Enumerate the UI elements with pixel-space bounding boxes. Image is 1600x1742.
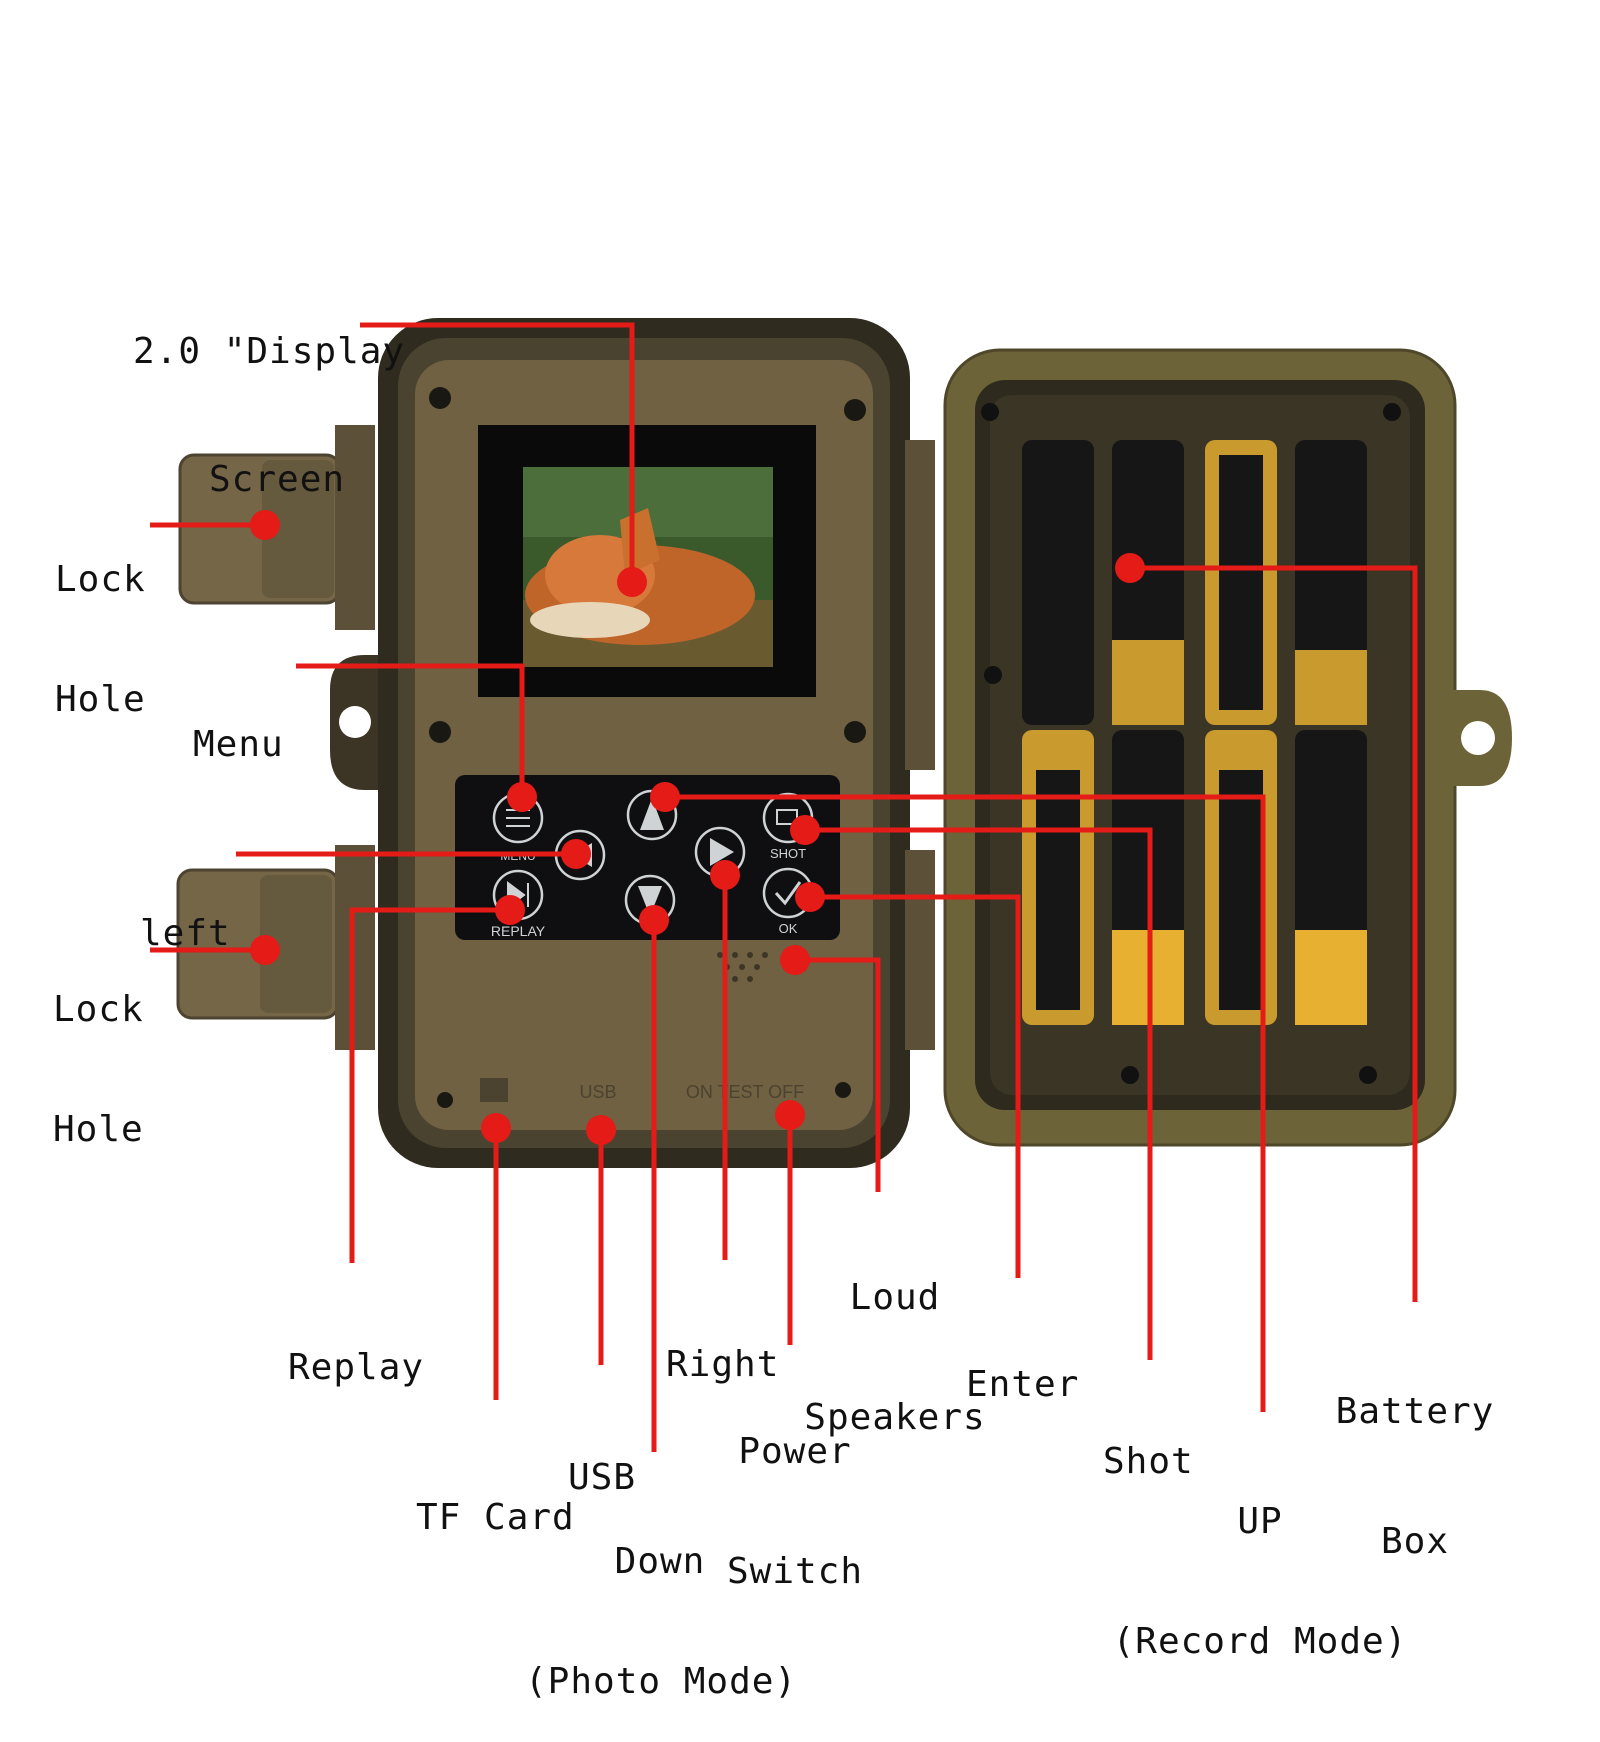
callout-line-display xyxy=(360,322,635,582)
label-left-text: left xyxy=(140,913,231,954)
callout-dot-down xyxy=(639,905,669,935)
keypad-panel xyxy=(455,775,840,940)
callout-dot-replay xyxy=(495,895,525,925)
callout-line-replay xyxy=(349,907,510,1263)
label-usb: USB xyxy=(568,1378,636,1538)
bottom-ports: USB ON TEST OFF xyxy=(480,1078,804,1102)
callout-line-up xyxy=(665,794,1266,1412)
callout-dot-speakers xyxy=(780,945,810,975)
right-arrow-icon xyxy=(710,838,734,866)
callout-dot-shot xyxy=(790,815,820,845)
callout-dot-battery xyxy=(1115,553,1145,583)
label-battery-box-line2: Box xyxy=(1380,1521,1450,1562)
strap-loop-right xyxy=(1450,690,1512,786)
callout-dot-usb xyxy=(586,1115,616,1145)
label-replay-text: Replay xyxy=(288,1347,425,1388)
display-screen xyxy=(478,425,816,697)
label-lock-hole-bottom-line2: Hole xyxy=(53,1109,144,1150)
label-enter-text: Enter xyxy=(966,1364,1080,1405)
label-lock-hole-top: Lock Hole xyxy=(55,480,146,760)
label-display-screen-line2: Screen xyxy=(209,459,346,500)
callout-dot-lock-bottom xyxy=(250,935,280,965)
shot-button[interactable]: SHOT xyxy=(762,792,814,861)
callout-line-battery xyxy=(1130,565,1418,1302)
callout-dot-lock-top xyxy=(250,510,280,540)
label-loud-speakers-line1: Loud xyxy=(849,1277,941,1318)
label-lock-hole-top-line1: Lock xyxy=(55,559,146,600)
label-tf-card: TF Card xyxy=(416,1418,575,1578)
label-replay: Replay xyxy=(288,1268,424,1428)
label-display-screen: 2.0 "Display Screen xyxy=(133,252,405,540)
label-battery-box: Battery Box xyxy=(1320,1312,1510,1602)
ok-button-text: OK xyxy=(779,921,798,936)
label-enter: Enter xyxy=(966,1285,1079,1445)
callout-dot-left xyxy=(561,839,591,869)
label-loud-speakers: Loud Speakers xyxy=(795,1198,995,1478)
label-menu: Menu xyxy=(193,645,284,805)
callout-dot-right xyxy=(710,860,740,890)
callout-line-shot xyxy=(805,827,1153,1360)
trail-camera-diagram: MENU REPLAY SHOT OK USB ON TEST O xyxy=(150,318,1512,1452)
callout-dot-display xyxy=(617,567,647,597)
replay-button-text: REPLAY xyxy=(491,923,546,939)
up-arrow-icon xyxy=(640,798,664,830)
label-lock-hole-bottom: Lock Hole xyxy=(53,910,144,1190)
label-left: left xyxy=(140,834,231,994)
label-lock-hole-top-line2: Hole xyxy=(55,679,146,720)
callout-dots xyxy=(250,510,1145,1145)
checkmark-icon xyxy=(774,881,802,906)
label-shot-text: Shot xyxy=(1103,1441,1194,1482)
label-up-line2: (Record Mode) xyxy=(1112,1621,1408,1662)
label-down-line1: Down xyxy=(614,1541,706,1582)
label-power-switch: Power Switch xyxy=(715,1352,875,1632)
ok-button[interactable]: OK xyxy=(762,867,814,936)
label-display-screen-line1: 2.0 "Display xyxy=(133,331,406,372)
battery-housing xyxy=(943,348,1457,1147)
label-usb-text: USB xyxy=(568,1457,637,1498)
usb-port-text: USB xyxy=(579,1082,616,1102)
camera-shot-icon xyxy=(776,809,798,825)
callout-line-menu xyxy=(296,663,525,797)
callout-dot-power xyxy=(775,1100,805,1130)
down-arrow-icon xyxy=(638,886,662,916)
callout-dot-enter xyxy=(795,882,825,912)
label-up-line1: UP xyxy=(1237,1501,1283,1542)
callout-dot-menu xyxy=(507,782,537,812)
label-menu-text: Menu xyxy=(193,724,284,765)
shot-button-text: SHOT xyxy=(770,846,806,861)
switch-positions-text: ON TEST OFF xyxy=(686,1082,804,1102)
callout-dot-tf xyxy=(481,1113,511,1143)
label-right-text: Right xyxy=(666,1344,780,1385)
label-loud-speakers-line2: Speakers xyxy=(804,1397,986,1438)
label-battery-box-line1: Battery xyxy=(1335,1391,1495,1432)
hinge xyxy=(905,440,935,1050)
label-shot: Shot xyxy=(1103,1362,1194,1522)
strap-loop-left xyxy=(330,655,390,790)
label-tf-card-text: TF Card xyxy=(416,1497,575,1538)
speaker-grille xyxy=(717,952,768,982)
callout-dot-up xyxy=(650,782,680,812)
label-power-switch-line2: Switch xyxy=(726,1551,864,1592)
label-down-line2: (Photo Mode) xyxy=(525,1661,798,1702)
callout-lines xyxy=(150,322,1418,1452)
label-power-switch-line1: Power xyxy=(738,1431,852,1472)
callout-line-speakers xyxy=(795,957,881,1192)
callout-line-enter xyxy=(810,894,1021,1278)
label-right: Right xyxy=(666,1265,779,1425)
label-lock-hole-bottom-line1: Lock xyxy=(53,989,144,1030)
